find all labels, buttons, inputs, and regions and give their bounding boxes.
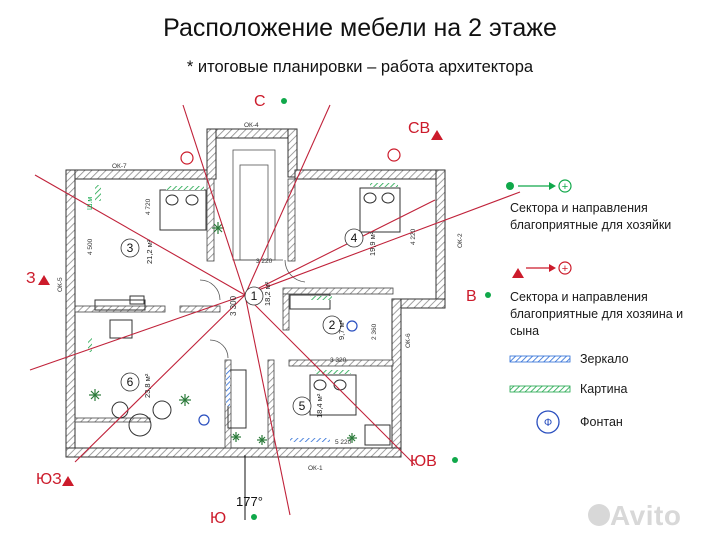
direction-north: С: [254, 93, 266, 110]
room-number: 5: [299, 399, 306, 413]
watermark: Avito: [610, 500, 682, 531]
room-badge: 4: [344, 228, 364, 248]
dimension-label: 4 500: [87, 238, 94, 255]
plan-mirror-mark: [226, 368, 230, 406]
room-number: 1: [251, 289, 258, 303]
room-badge: 1: [244, 286, 264, 306]
red-direction-markers: [38, 130, 524, 486]
plan-picture-mark: [166, 186, 204, 190]
room-area: 18,2 м²: [263, 281, 272, 306]
legend-picture: Картина: [580, 382, 628, 396]
room-number: 3: [127, 241, 134, 255]
legend-hostess: Сектора и направления благоприятные для …: [510, 201, 672, 232]
plan-picture-mark: [88, 338, 92, 352]
plants: [89, 222, 357, 445]
direction-southwest: ЮЗ: [36, 471, 62, 488]
room-number: 2: [329, 318, 336, 332]
floor-plan: Ф + + С СВ В ЮВ Ю ЮЗ З 177° 1 2 3 4: [26, 93, 572, 527]
room-badge: 6: [120, 372, 140, 392]
legend-host-son: Сектора и направления благоприятные для …: [510, 290, 684, 338]
bearing-label: 177°: [236, 494, 263, 509]
furniture: [94, 187, 401, 446]
dimension-label: 3 300: [229, 295, 238, 316]
window-label: ОК-2: [457, 233, 464, 248]
plan-fountain: [198, 320, 358, 426]
room-area: 21,2 м²: [145, 239, 154, 264]
legend-fountain: Фонтан: [580, 415, 623, 429]
green-direction-markers: [251, 98, 514, 520]
watermark-logo-icon: [588, 504, 610, 526]
red-plus-sign: +: [562, 263, 568, 275]
dimension-label: 2 360: [371, 323, 378, 340]
room-area: 18,4 м²: [315, 393, 324, 418]
plan-note: Ш.м: [87, 197, 94, 210]
mirror-swatch: [509, 355, 571, 363]
direction-east: В: [466, 288, 477, 305]
plan-picture-mark: [315, 370, 351, 374]
plan-mirror-mark: [290, 438, 330, 442]
direction-northeast: СВ: [408, 120, 430, 137]
dimension-label: 5 220: [335, 439, 352, 446]
room-badge: 3: [120, 238, 140, 258]
room-badge: 5: [292, 396, 312, 416]
green-plus-markers: [558, 179, 572, 193]
axis-lines: [29, 104, 521, 516]
window-label: ОК-1: [308, 465, 323, 472]
room-area: 9,7 м²: [337, 319, 346, 340]
window-label: ОК-6: [405, 333, 412, 348]
plan-picture-mark: [310, 296, 332, 300]
dimension-label: 4 220: [410, 228, 417, 245]
window-label: ОК-5: [57, 277, 64, 292]
legend-arrows: [518, 182, 556, 272]
window-label: ОК-7: [112, 163, 127, 170]
direction-west: З: [26, 270, 36, 287]
room-number: 4: [351, 231, 358, 245]
plan-picture-mark: [95, 185, 101, 201]
outer-walls: [65, 128, 446, 458]
fountain-symbol: Ф: [544, 417, 552, 429]
legend-mirror: Зеркало: [580, 352, 629, 366]
page-subtitle: * итоговые планировки – работа архитекто…: [186, 58, 534, 76]
page-title: Расположение мебели на 2 этаже: [163, 14, 557, 42]
room-number: 6: [127, 375, 134, 389]
fountain-swatch-icon: [536, 410, 560, 434]
direction-southeast: ЮВ: [410, 453, 437, 470]
plus-minus-markers: [180, 148, 572, 275]
plan-picture-mark: [370, 183, 398, 187]
interior-lines: [199, 149, 306, 359]
room-badge: 2: [322, 315, 342, 335]
room-area: 19,9 м²: [368, 231, 377, 256]
room-area: 23,8 м²: [143, 373, 152, 398]
green-plus-sign: +: [562, 181, 568, 193]
dimension-label: 3 220: [256, 258, 273, 265]
dimension-label: 3 320: [330, 357, 347, 364]
picture-swatch: [509, 385, 571, 393]
window-label: ОК-4: [244, 122, 259, 129]
dimension-label: 4 720: [145, 198, 152, 215]
direction-south: Ю: [210, 510, 226, 527]
